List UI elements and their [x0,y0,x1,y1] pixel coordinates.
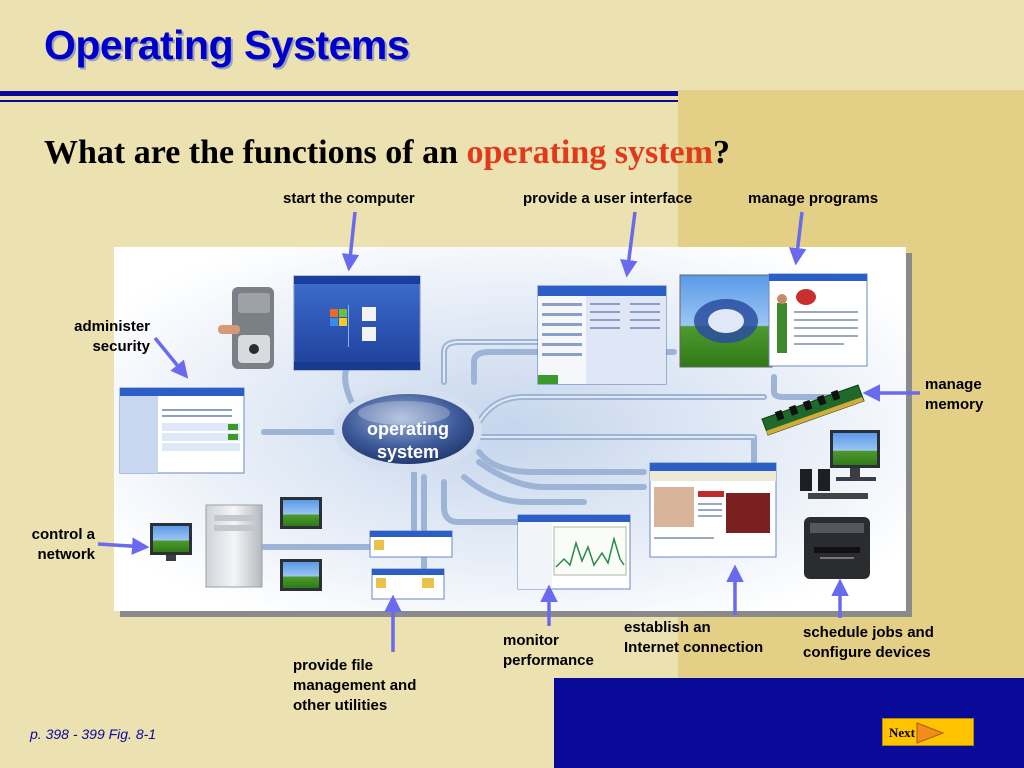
label-file-management-line2: management and [293,677,417,694]
label-manage-memory: manage memory [925,375,983,415]
label-manage-memory-line1: manage [925,376,982,393]
label-administer-security-line2: security [92,338,150,355]
next-button-label: Next [889,725,915,740]
question-suffix: ? [712,134,730,171]
label-user-interface: provide a user interface [523,190,693,207]
label-administer-security: administer security [36,317,150,357]
figure-caption: p. 398 - 399 Fig. 8-1 [30,726,157,742]
memory-module-image [761,384,865,436]
programs-windows-image [679,273,868,368]
welcome-screen-image [293,275,421,371]
label-control-network-line1: control a [31,526,95,543]
label-start-computer: start the computer [283,190,415,207]
desktop-computer-image [800,430,880,499]
label-control-network-line2: network [37,546,95,563]
label-internet-line2: Internet connection [624,639,764,656]
operating-system-orb: operating system [334,388,482,472]
title-rule-thin [0,100,678,102]
label-file-management: provide file management and other utilit… [293,656,416,716]
label-administer-security-line1: administer [74,318,150,335]
label-manage-memory-line2: memory [925,396,984,413]
label-manage-programs: manage programs [748,190,879,207]
label-internet-line1: establish an [624,619,711,636]
arrow-right-icon [916,722,945,744]
power-button-tower-image [218,287,274,369]
label-control-network: control a network [4,525,95,565]
label-file-management-line1: provide file [293,657,374,674]
next-button[interactable]: Next [882,718,974,746]
label-file-management-line3: other utilities [293,697,388,714]
printer-image [804,517,870,579]
label-monitor-performance: monitor performance [503,631,594,671]
orb-label-line2: system [377,442,439,462]
label-schedule-jobs: schedule jobs and configure devices [803,623,934,663]
slide-question: What are the functions of an operating s… [44,134,730,172]
label-internet-connection: establish an Internet connection [624,618,763,658]
os-diagram: operating system [114,247,906,611]
web-browser-image [649,462,777,558]
file-utilities-image [369,530,453,600]
start-menu-image [537,285,667,385]
network-computers-image [150,497,322,591]
security-center-image [119,387,245,474]
title-rule-thick [0,91,678,96]
label-schedule-jobs-line2: configure devices [803,644,931,661]
question-highlight: operating system [466,134,713,171]
question-prefix: What are the functions of an [44,134,467,171]
slide-title: Operating Systems [44,22,410,68]
performance-monitor-image [517,514,631,590]
label-schedule-jobs-line1: schedule jobs and [803,624,934,641]
orb-label-line1: operating [367,419,449,439]
label-monitor-performance-line2: performance [503,652,594,669]
label-monitor-performance-line1: monitor [503,632,559,649]
